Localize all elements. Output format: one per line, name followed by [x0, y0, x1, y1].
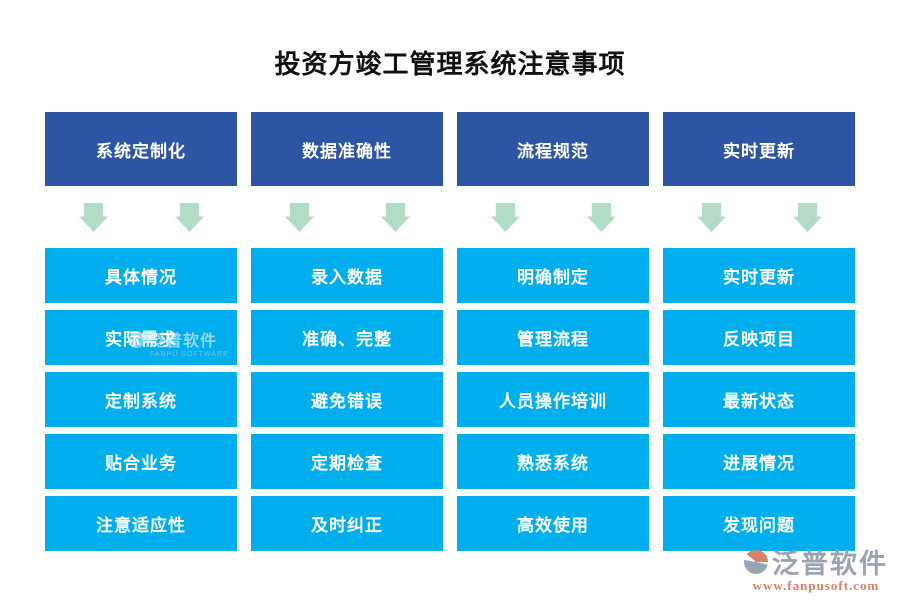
note-box: 高效使用 [457, 496, 649, 551]
page-title: 投资方竣工管理系统注意事项 [274, 49, 626, 79]
note-box: 贴合业务 [45, 434, 237, 489]
note-box: 反映项目 [663, 310, 855, 365]
arrow-row [45, 186, 237, 248]
column-header: 流程规范 [457, 112, 649, 186]
down-arrow-icon [284, 202, 314, 232]
column-data-accuracy: 数据准确性 录入数据 准确、完整 避免错误 定期检查 及时纠正 [251, 112, 443, 551]
down-arrow-icon [174, 202, 204, 232]
note-box: 注意适应性 [45, 496, 237, 551]
down-arrow-icon [380, 202, 410, 232]
note-box: 及时纠正 [251, 496, 443, 551]
note-box: 准确、完整 [251, 310, 443, 365]
columns-container: 系统定制化 具体情况 实际需求 定制系统 贴合业务 注意适应性 数据准确性 录入… [45, 112, 855, 551]
note-box: 管理流程 [457, 310, 649, 365]
column-header: 数据准确性 [251, 112, 443, 186]
note-box: 进展情况 [663, 434, 855, 489]
note-box: 避免错误 [251, 372, 443, 427]
column-header: 实时更新 [663, 112, 855, 186]
down-arrow-icon [78, 202, 108, 232]
arrow-row [251, 186, 443, 248]
note-box: 具体情况 [45, 248, 237, 303]
footer-logo: 泛普软件 www.fanpusoft.com [744, 542, 888, 594]
fanpu-logo-icon [744, 549, 768, 574]
note-box: 熟悉系统 [457, 434, 649, 489]
note-box: 发现问题 [663, 496, 855, 551]
note-box: 人员操作培训 [457, 372, 649, 427]
column-system-customization: 系统定制化 具体情况 实际需求 定制系统 贴合业务 注意适应性 [45, 112, 237, 551]
arrow-row [663, 186, 855, 248]
down-arrow-icon [586, 202, 616, 232]
note-box: 明确制定 [457, 248, 649, 303]
footer-brand: 泛普软件 [772, 549, 888, 579]
column-process-standard: 流程规范 明确制定 管理流程 人员操作培训 熟悉系统 高效使用 [457, 112, 649, 551]
arrow-row [457, 186, 649, 248]
note-box: 录入数据 [251, 248, 443, 303]
note-box: 最新状态 [663, 372, 855, 427]
note-box: 实际需求 [45, 310, 237, 365]
note-box: 定期检查 [251, 434, 443, 489]
note-box: 定制系统 [45, 372, 237, 427]
down-arrow-icon [792, 202, 822, 232]
down-arrow-icon [696, 202, 726, 232]
column-realtime-update: 实时更新 实时更新 反映项目 最新状态 进展情况 发现问题 [663, 112, 855, 551]
down-arrow-icon [490, 202, 520, 232]
note-box: 实时更新 [663, 248, 855, 303]
footer-url: www.fanpusoft.com [752, 578, 880, 593]
column-header: 系统定制化 [45, 112, 237, 186]
